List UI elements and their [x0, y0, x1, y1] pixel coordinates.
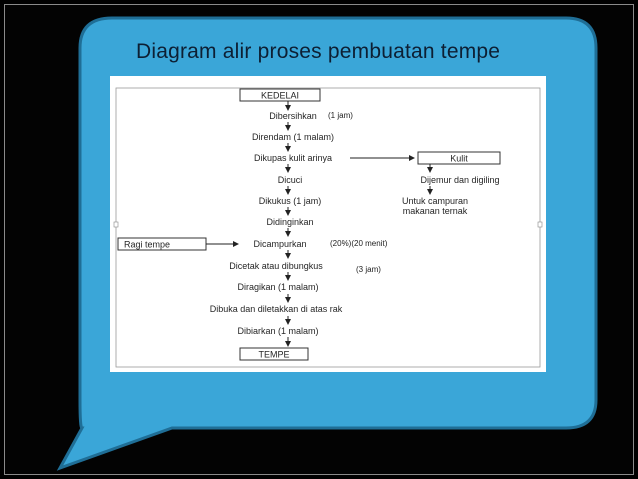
step-dikukus: Dikukus (1 jam) [259, 196, 322, 206]
start-label: KEDELAI [261, 91, 299, 101]
step-dibiarkan: Dibiarkan (1 malam) [237, 326, 318, 336]
slide-title: Diagram alir proses pembuatan tempe [136, 40, 501, 63]
step-dibuka: Dibuka dan diletakkan di atas rak [210, 304, 343, 314]
border-handle-left [113, 221, 119, 228]
kulit-result-1: Untuk campuran [402, 196, 468, 206]
end-label: TEMPE [258, 350, 289, 360]
step-dibersihkan: Dibersihkan [269, 111, 317, 121]
step-dicampurkan: Dicampurkan [253, 239, 306, 249]
step-dikupas: Dikupas kulit arinya [254, 153, 332, 163]
step-diragikan: Diragikan (1 malam) [237, 282, 318, 292]
diagram-border [115, 87, 541, 368]
step-dicetak: Dicetak atau dibungkus [229, 261, 323, 271]
kulit-box [417, 151, 501, 165]
end-box [239, 347, 309, 361]
kulit-result-2: makanan ternak [403, 206, 468, 216]
start-box [239, 88, 321, 102]
step-didinginkan: Didinginkan [266, 217, 313, 227]
flow-diagram: KEDELAI Dibersihkan (1 jam) Direndam (1 … [113, 87, 543, 368]
step-dicuci: Dicuci [278, 175, 303, 185]
kulit-label: Kulit [450, 154, 468, 164]
ragi-label: Ragi tempe [124, 240, 170, 250]
kulit-step: Dijemur dan digiling [420, 175, 499, 185]
border-handle-right [537, 221, 543, 228]
note-dicampurkan: (20%)(20 menit) [330, 239, 388, 248]
note-dicetak: (3 jam) [356, 265, 381, 274]
step-direndam: Direndam (1 malam) [252, 132, 334, 142]
note-dibersihkan: (1 jam) [328, 111, 353, 120]
diagram-panel: KEDELAI Dibersihkan (1 jam) Direndam (1 … [110, 76, 546, 372]
